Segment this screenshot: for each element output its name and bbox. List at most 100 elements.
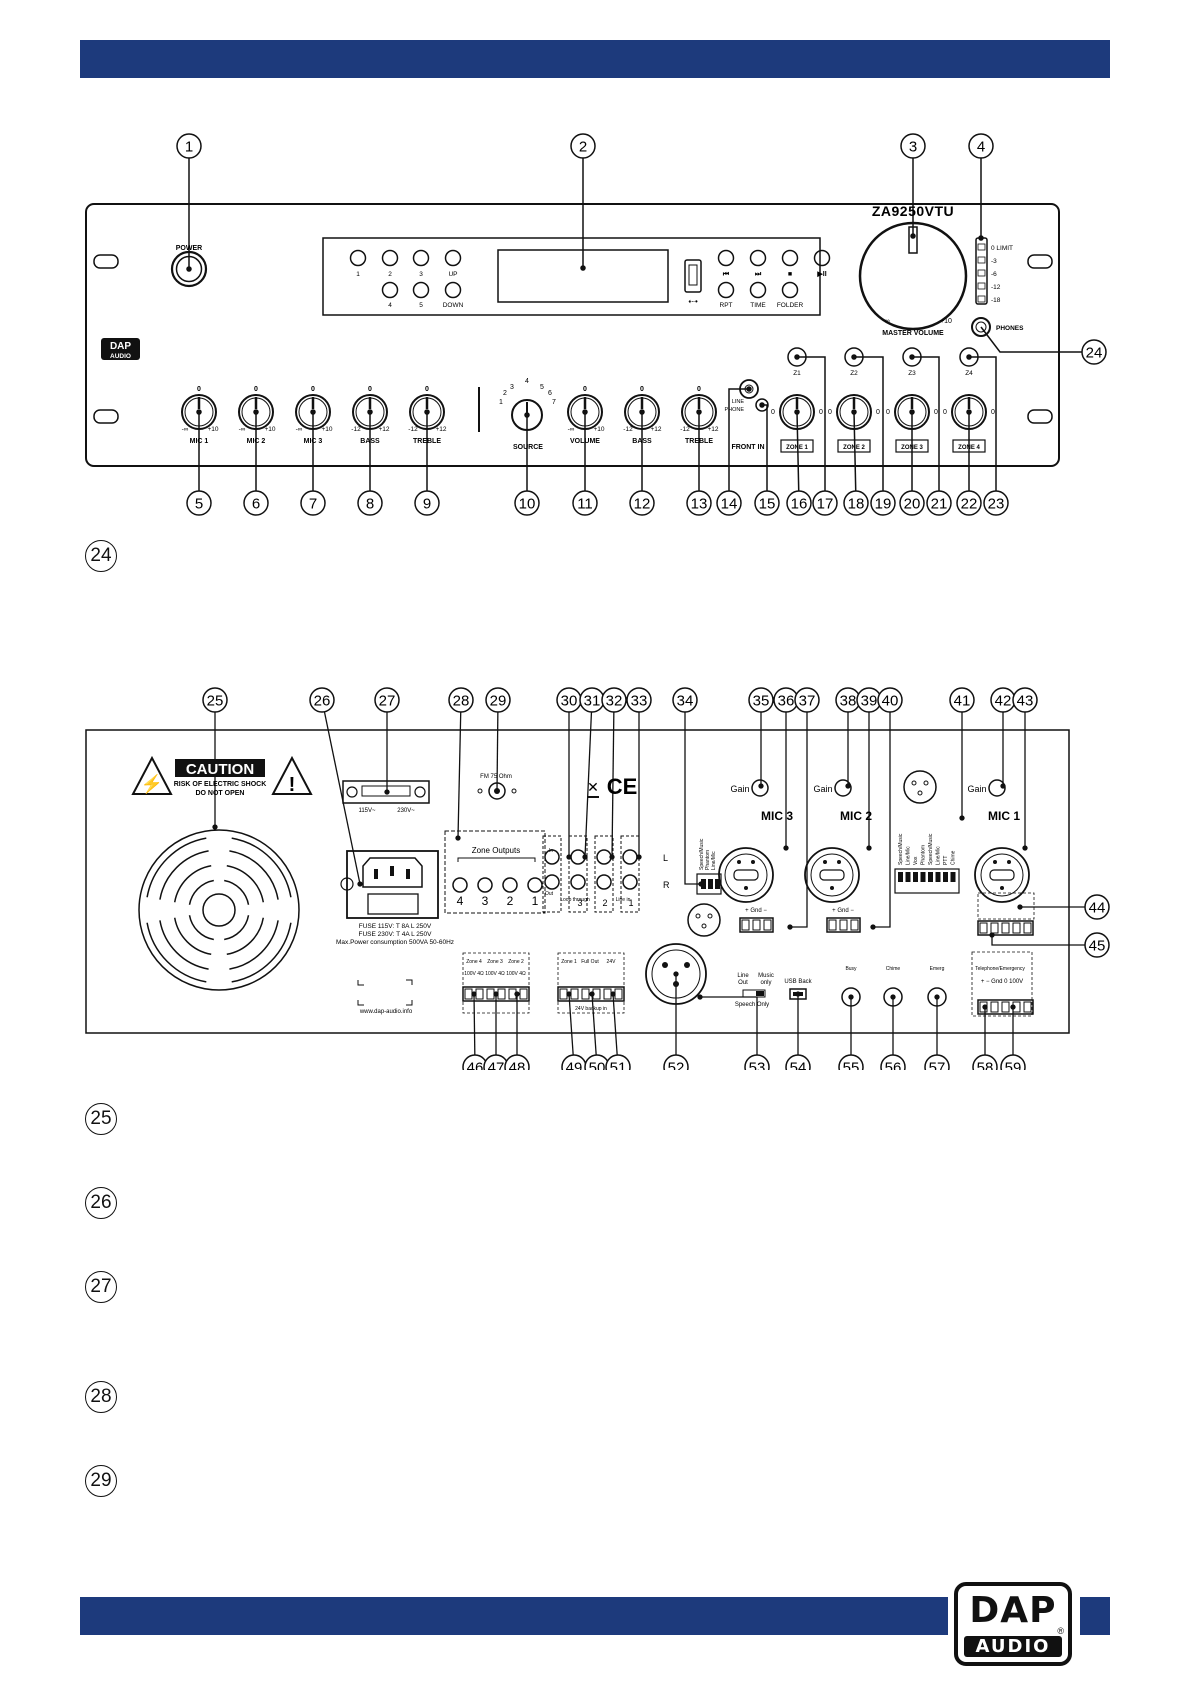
mic-3-terminal[interactable] (739, 917, 774, 933)
svg-text:0 LIMIT: 0 LIMIT (991, 245, 1013, 252)
svg-text:-12: -12 (680, 426, 690, 433)
mic-2-combo-jack[interactable] (804, 847, 860, 903)
player-button-lower-1[interactable] (717, 281, 735, 299)
preset-button-2[interactable] (381, 249, 399, 267)
svg-text:MIC 3: MIC 3 (304, 438, 323, 445)
svg-text:27: 27 (379, 693, 396, 710)
svg-text:TIME: TIME (750, 302, 766, 309)
svg-text:31: 31 (584, 693, 601, 710)
svg-text:21: 21 (931, 496, 948, 513)
callout-10: 10 (514, 490, 540, 516)
jack-emerg[interactable] (927, 987, 947, 1007)
svg-text:L: L (663, 853, 668, 863)
svg-text:VOLUME: VOLUME (570, 438, 600, 445)
svg-text:-12: -12 (351, 426, 361, 433)
preset-button-lower-3[interactable] (444, 281, 462, 299)
svg-text:Z4: Z4 (965, 370, 973, 377)
mic-1-gain[interactable] (988, 779, 1006, 797)
callout-31: 31 (579, 687, 605, 713)
telephone-terminal[interactable] (977, 999, 1034, 1015)
callout-44: 44 (1084, 894, 1110, 920)
svg-text:-∞: -∞ (296, 426, 303, 433)
svg-text:0: 0 (197, 386, 201, 393)
svg-text:+10: +10 (207, 426, 218, 433)
mic-3-combo-jack[interactable] (718, 847, 774, 903)
svg-text:2: 2 (388, 271, 392, 278)
desc-callout-26: 26 (85, 1187, 117, 1219)
callout-20: 20 (899, 490, 925, 516)
svg-text:Speech/Music: Speech/Music (928, 833, 934, 865)
mic-2-terminal[interactable] (826, 917, 861, 933)
svg-text:1: 1 (356, 271, 360, 278)
svg-text:1: 1 (628, 898, 633, 908)
player-button-4[interactable] (813, 249, 831, 267)
mic-1-combo-jack[interactable] (974, 847, 1030, 903)
svg-text:UP: UP (448, 271, 457, 278)
preset-button-lower-1[interactable] (381, 281, 399, 299)
svg-text:1: 1 (185, 139, 193, 156)
fm-antenna-jack (488, 782, 506, 800)
mic-3-gain[interactable] (751, 779, 769, 797)
svg-text:23: 23 (988, 496, 1005, 513)
callout-5: 5 (186, 490, 212, 516)
svg-text:7: 7 (552, 399, 556, 406)
svg-text:45: 45 (1089, 938, 1106, 955)
callout-34: 34 (672, 687, 698, 713)
source-selector (511, 399, 543, 431)
player-button-1[interactable] (717, 249, 735, 267)
svg-text:only: only (760, 980, 771, 986)
svg-text:9: 9 (423, 496, 431, 513)
callout-53: 53 (744, 1054, 770, 1070)
mic-2-gain[interactable] (834, 779, 852, 797)
callout-58: 58 (972, 1054, 998, 1070)
preset-button-1[interactable] (349, 249, 367, 267)
preset-button-3[interactable] (412, 249, 430, 267)
svg-text:Zone 2: Zone 2 (508, 959, 524, 965)
jack-chime[interactable] (883, 987, 903, 1007)
player-button-3[interactable] (781, 249, 799, 267)
svg-text:17: 17 (817, 496, 834, 513)
player-button-lower-3[interactable] (781, 281, 799, 299)
svg-text:Out: Out (545, 891, 554, 897)
svg-text:+12: +12 (435, 426, 446, 433)
callout-13: 13 (686, 490, 712, 516)
player-button-lower-2[interactable] (749, 281, 767, 299)
master-volume-label: MASTER VOLUME (882, 330, 944, 337)
svg-text:44: 44 (1089, 900, 1106, 917)
svg-text:Phantom: Phantom (705, 850, 711, 870)
player-button-2[interactable] (749, 249, 767, 267)
svg-text:6: 6 (252, 496, 260, 513)
zone-output-jack-4[interactable] (452, 877, 468, 893)
svg-text:BASS: BASS (632, 438, 652, 445)
callout-42: 42 (990, 687, 1016, 713)
zone-output-jack-3[interactable] (477, 877, 493, 893)
svg-text:+10: +10 (264, 426, 275, 433)
svg-text:0: 0 (828, 409, 832, 416)
svg-text:CE: CE (607, 774, 638, 799)
svg-text:⚡: ⚡ (141, 773, 163, 795)
mic-1-terminal[interactable] (977, 920, 1034, 936)
svg-text:5: 5 (195, 496, 203, 513)
jack-busy[interactable] (841, 987, 861, 1007)
preset-button-4[interactable] (444, 249, 462, 267)
zone-output-jack-2[interactable] (502, 877, 518, 893)
callout-52: 52 (663, 1054, 689, 1070)
svg-text:230V~: 230V~ (397, 808, 415, 814)
preset-button-lower-2[interactable] (412, 281, 430, 299)
zone-output-jack-1[interactable] (527, 877, 543, 893)
svg-text:41: 41 (954, 693, 971, 710)
